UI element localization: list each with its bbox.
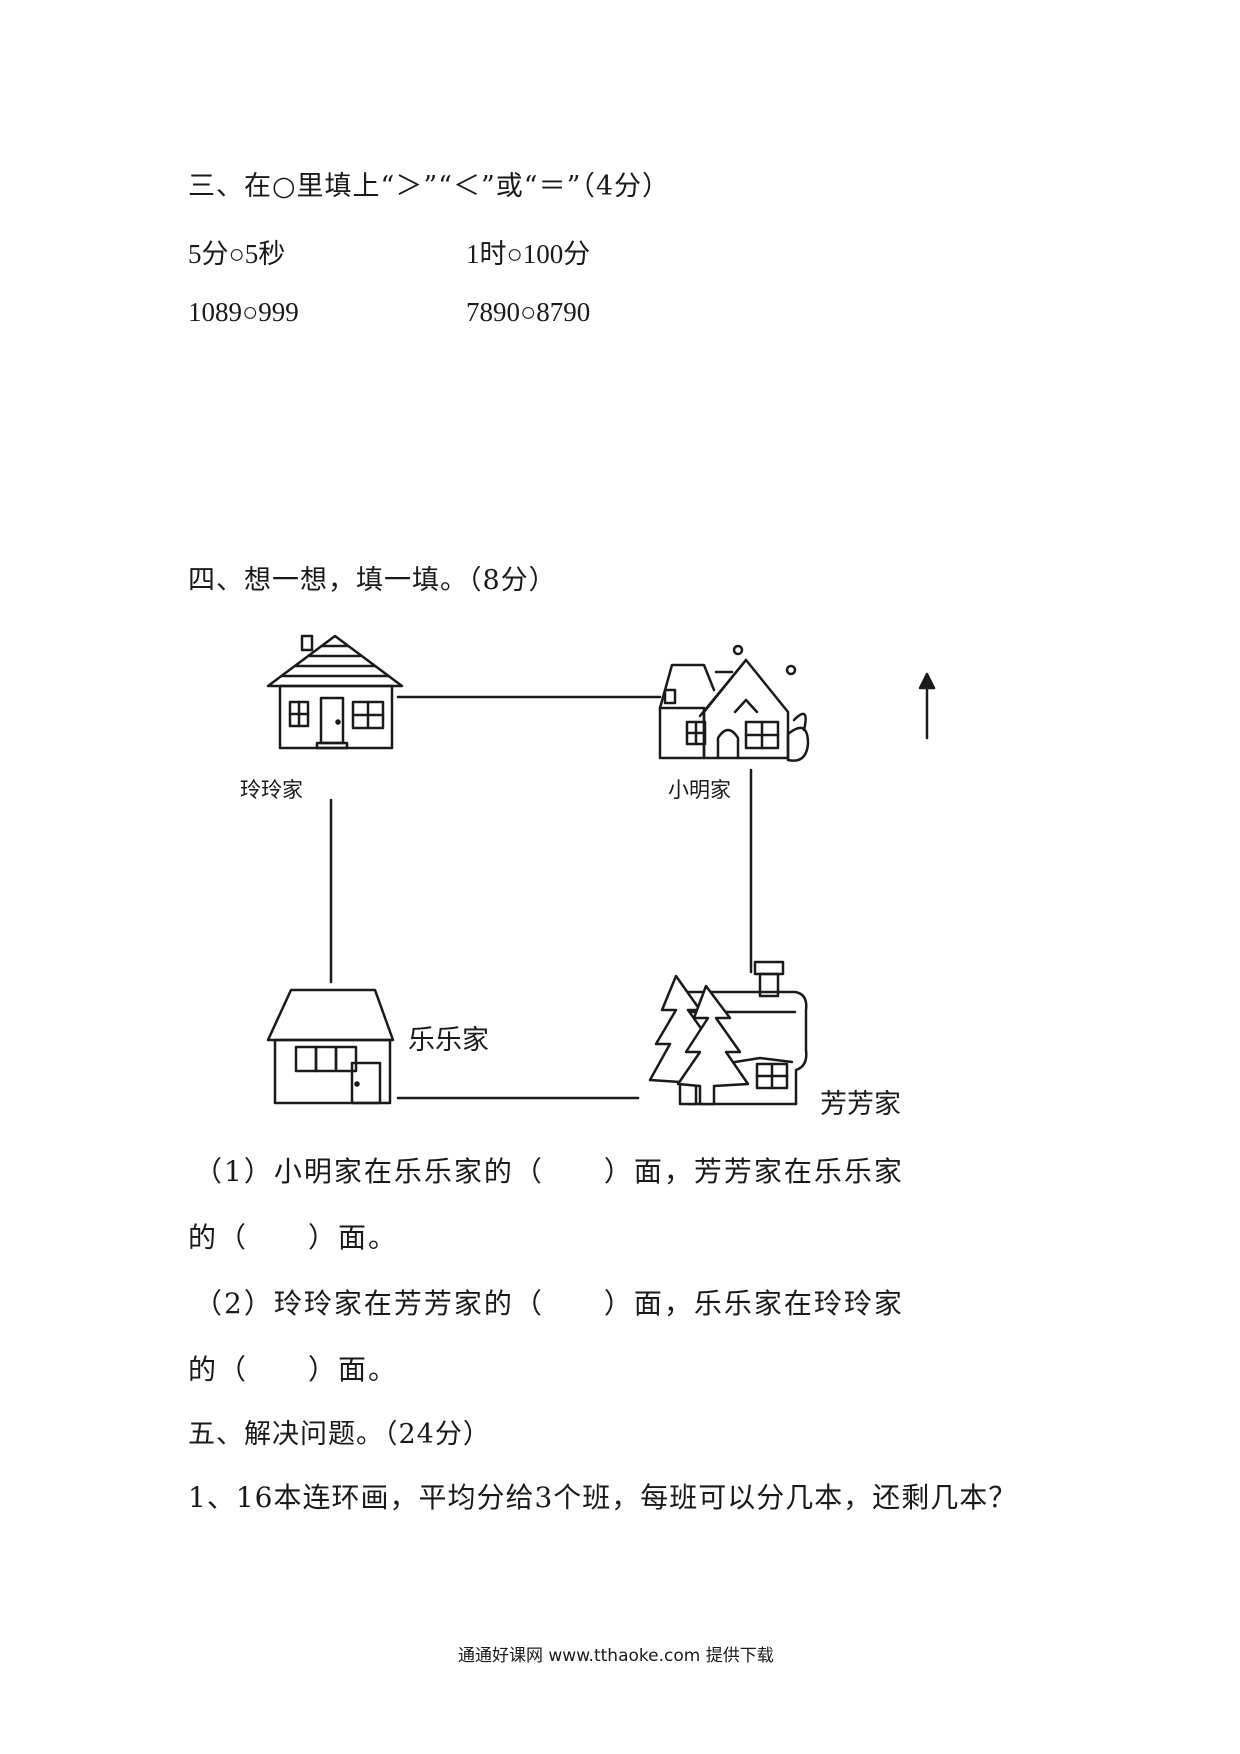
question-1-line-2: 的（ ）面。 [188, 1221, 399, 1254]
question-2-line-2: 的（ ）面。 [188, 1353, 399, 1386]
xiaoming-house-icon [658, 644, 810, 762]
north-arrow-icon [918, 672, 936, 740]
lele-house-icon [266, 988, 395, 1105]
lingling-house-icon [266, 634, 404, 750]
question-1-line-1: （1）小明家在乐乐家的（ ）面，芳芳家在乐乐家 [194, 1155, 904, 1188]
compare-item-2: 1时○100分 [466, 239, 591, 269]
compare-item-4: 7890○8790 [466, 297, 591, 327]
label-xiaoming: 小明家 [668, 778, 731, 802]
compare-item-1: 5分○5秒 [188, 239, 286, 269]
label-fangfang: 芳芳家 [820, 1089, 901, 1120]
problem-1: 1、16本连环画，平均分给3个班，每班可以分几本，还剩几本？ [188, 1481, 1018, 1514]
footer-source: 通通好课网 www.tthaoke.com 提供下载 [458, 1646, 774, 1666]
question-2-line-1: （2）玲玲家在芳芳家的（ ）面，乐乐家在玲玲家 [194, 1287, 904, 1320]
section4-heading: 四、想一想，填一填。（8分） [188, 565, 557, 596]
label-lingling: 玲玲家 [240, 778, 303, 802]
label-lele: 乐乐家 [408, 1025, 489, 1056]
section3-heading: 三、在○里填上“＞”“＜”或“＝”（4分） [188, 171, 671, 202]
compare-item-3: 1089○999 [188, 297, 299, 327]
section5-heading: 五、解决问题。（24分） [188, 1419, 491, 1450]
fangfang-house-icon [648, 960, 808, 1106]
